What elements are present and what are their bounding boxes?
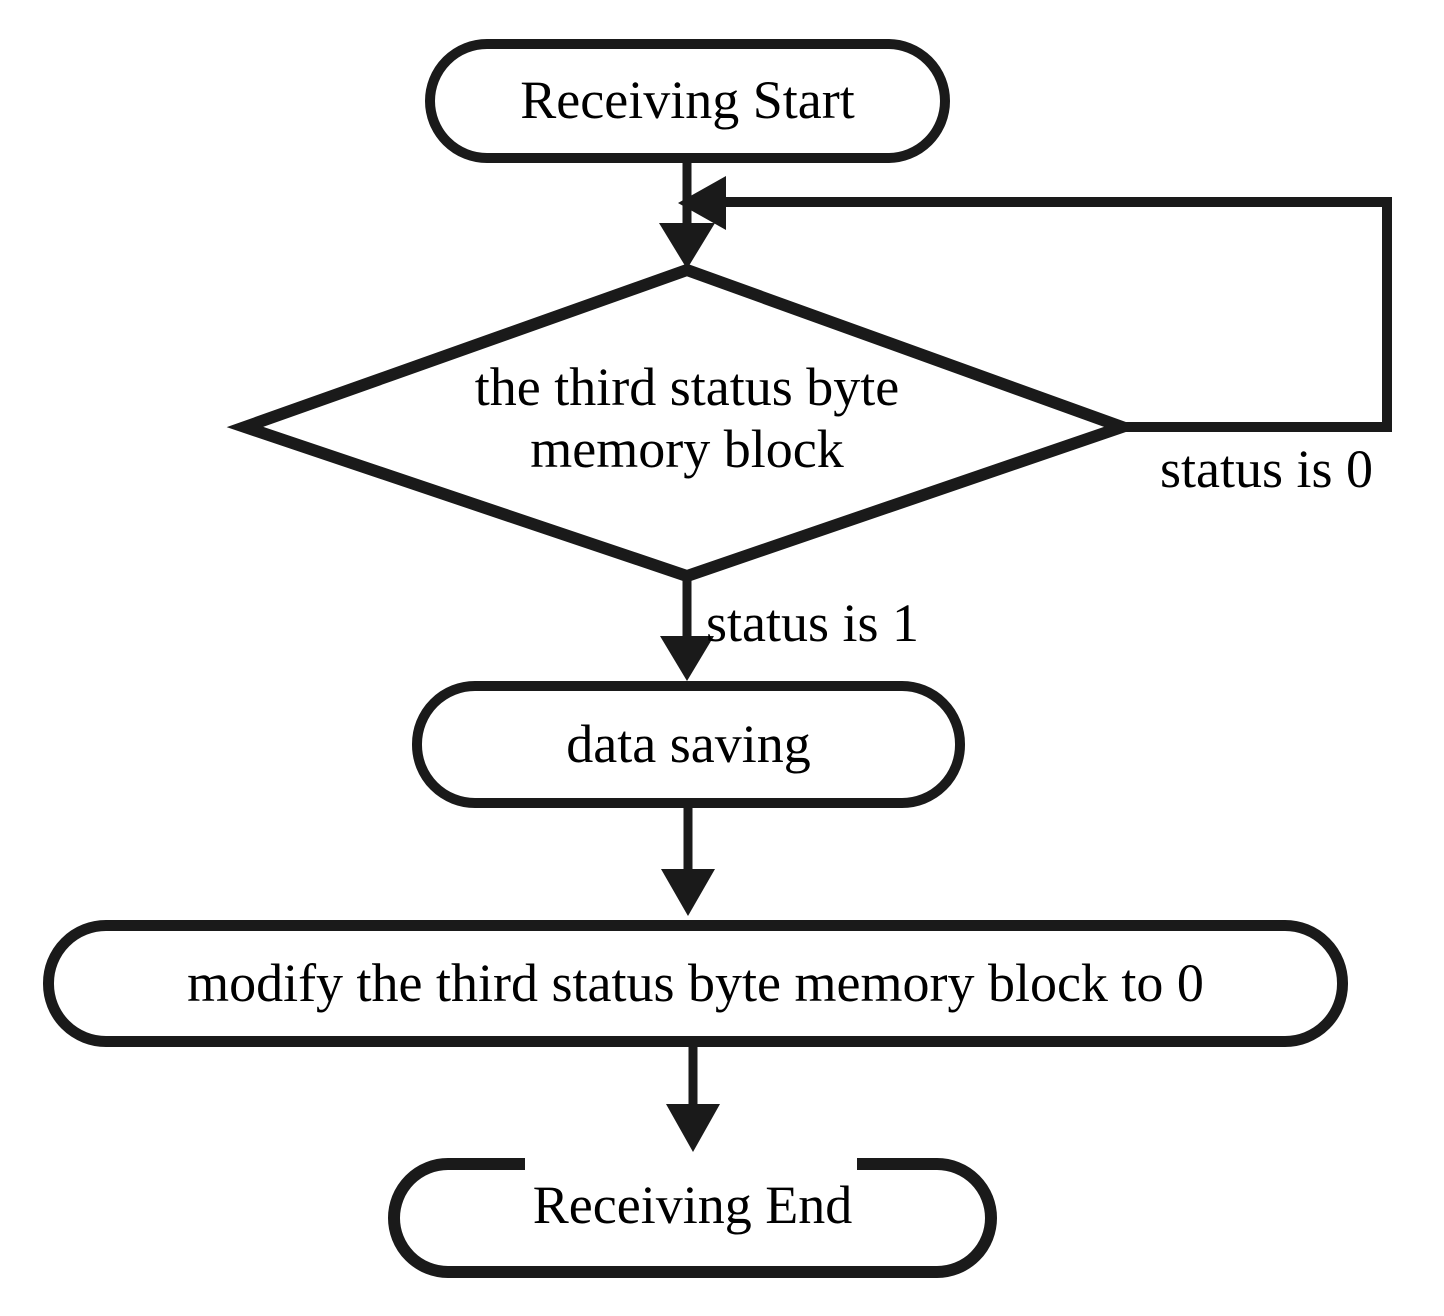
arrowhead-decision-to-data-saving	[660, 636, 714, 681]
end-node-label-background	[525, 1146, 857, 1176]
modify-status-node: modify the third status byte memory bloc…	[43, 920, 1348, 1047]
data-saving-node: data saving	[412, 681, 965, 808]
loop-status0-line	[726, 197, 1392, 432]
modify-status-node-label: modify the third status byte memory bloc…	[187, 952, 1204, 1013]
arrowhead-modify-to-end	[666, 1104, 720, 1152]
decision-node-label: the third status byte memory block	[387, 343, 987, 493]
edge-label-status-1: status is 1	[706, 593, 920, 653]
start-node-label: Receiving Start	[520, 70, 855, 131]
edge-label-status-0: status is 0	[1160, 439, 1374, 499]
arrowhead-loop-status0	[678, 176, 726, 230]
start-node: Receiving Start	[425, 39, 950, 163]
arrowhead-data-saving-to-modify	[661, 869, 715, 916]
data-saving-node-label: data saving	[566, 713, 811, 774]
decision-node-label-line1: the third status byte	[474, 356, 900, 417]
end-node-label: Receiving End	[532, 1174, 853, 1235]
decision-node-label-line2: memory block	[530, 419, 844, 479]
arrowhead-start-to-decision	[659, 223, 715, 269]
